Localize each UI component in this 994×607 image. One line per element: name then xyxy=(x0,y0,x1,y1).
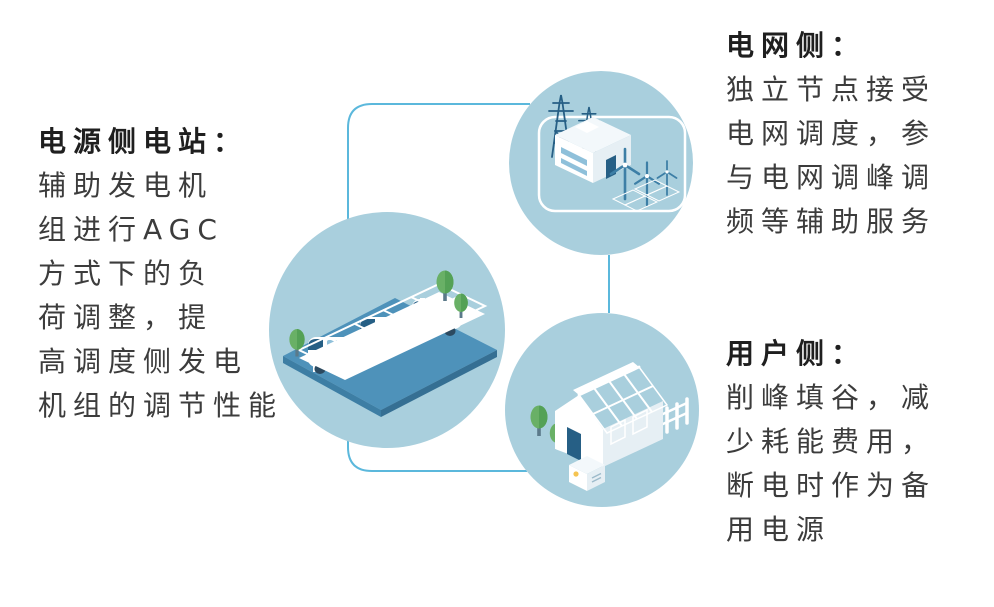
user-side-line: 削峰填谷，减 xyxy=(726,381,937,414)
battery-storage-icon xyxy=(569,456,605,491)
power-side-line: 高调度侧发电 xyxy=(38,345,249,378)
power-plant-illustration xyxy=(537,94,687,213)
door-icon xyxy=(567,427,581,461)
power-side-line: 方式下的负 xyxy=(38,257,214,290)
solar-house-illustration xyxy=(530,362,689,491)
power-side-bubble xyxy=(269,212,505,448)
grid-side-line: 独立节点接受 xyxy=(726,73,937,106)
power-side-line: 荷调整，提 xyxy=(38,301,214,334)
wind-turbine-icon xyxy=(656,160,678,196)
solar-array-icon xyxy=(611,179,681,212)
solar-carport-illustration xyxy=(283,270,497,417)
solar-canopy-icon xyxy=(296,282,488,380)
power-side-text-block: 电源侧电站： 辅助发电机 组进行AGC 方式下的负 荷调整，提 高调度侧发电 机… xyxy=(38,120,283,428)
house-icon xyxy=(555,362,669,467)
user-side-line: 用电源 xyxy=(726,513,832,546)
grid-side-bubble xyxy=(509,71,693,255)
power-side-line: 组进行AGC xyxy=(38,213,224,246)
user-side-bubble xyxy=(505,313,699,507)
grid-side-line: 频等辅助服务 xyxy=(726,205,937,238)
grid-side-heading: 电网侧： xyxy=(726,29,867,62)
power-side-heading: 电源侧电站： xyxy=(38,125,249,158)
window-icon xyxy=(610,418,626,446)
user-side-text-block: 用户侧： 削峰填谷，减 少耗能费用， 断电时作为备 用电源 xyxy=(726,332,936,552)
user-side-line: 少耗能费用， xyxy=(726,425,937,458)
factory-icon xyxy=(555,117,631,183)
user-side-line: 断电时作为备 xyxy=(726,469,937,502)
connector-power-to-user xyxy=(347,441,527,472)
power-side-line: 辅助发电机 xyxy=(38,169,214,202)
power-side-line: 机组的调节性能 xyxy=(38,389,284,422)
tree-icon xyxy=(530,405,548,436)
route-outline xyxy=(537,115,687,213)
grid-side-line: 与电网调峰调 xyxy=(726,161,937,194)
grid-side-text-block: 电网侧： 独立节点接受 电网调度，参 与电网调峰调 频等辅助服务 xyxy=(726,24,936,244)
user-side-heading: 用户侧： xyxy=(726,337,867,370)
connector-power-to-grid xyxy=(347,103,530,219)
window-icon xyxy=(632,408,648,436)
grid-side-line: 电网调度，参 xyxy=(726,117,937,150)
